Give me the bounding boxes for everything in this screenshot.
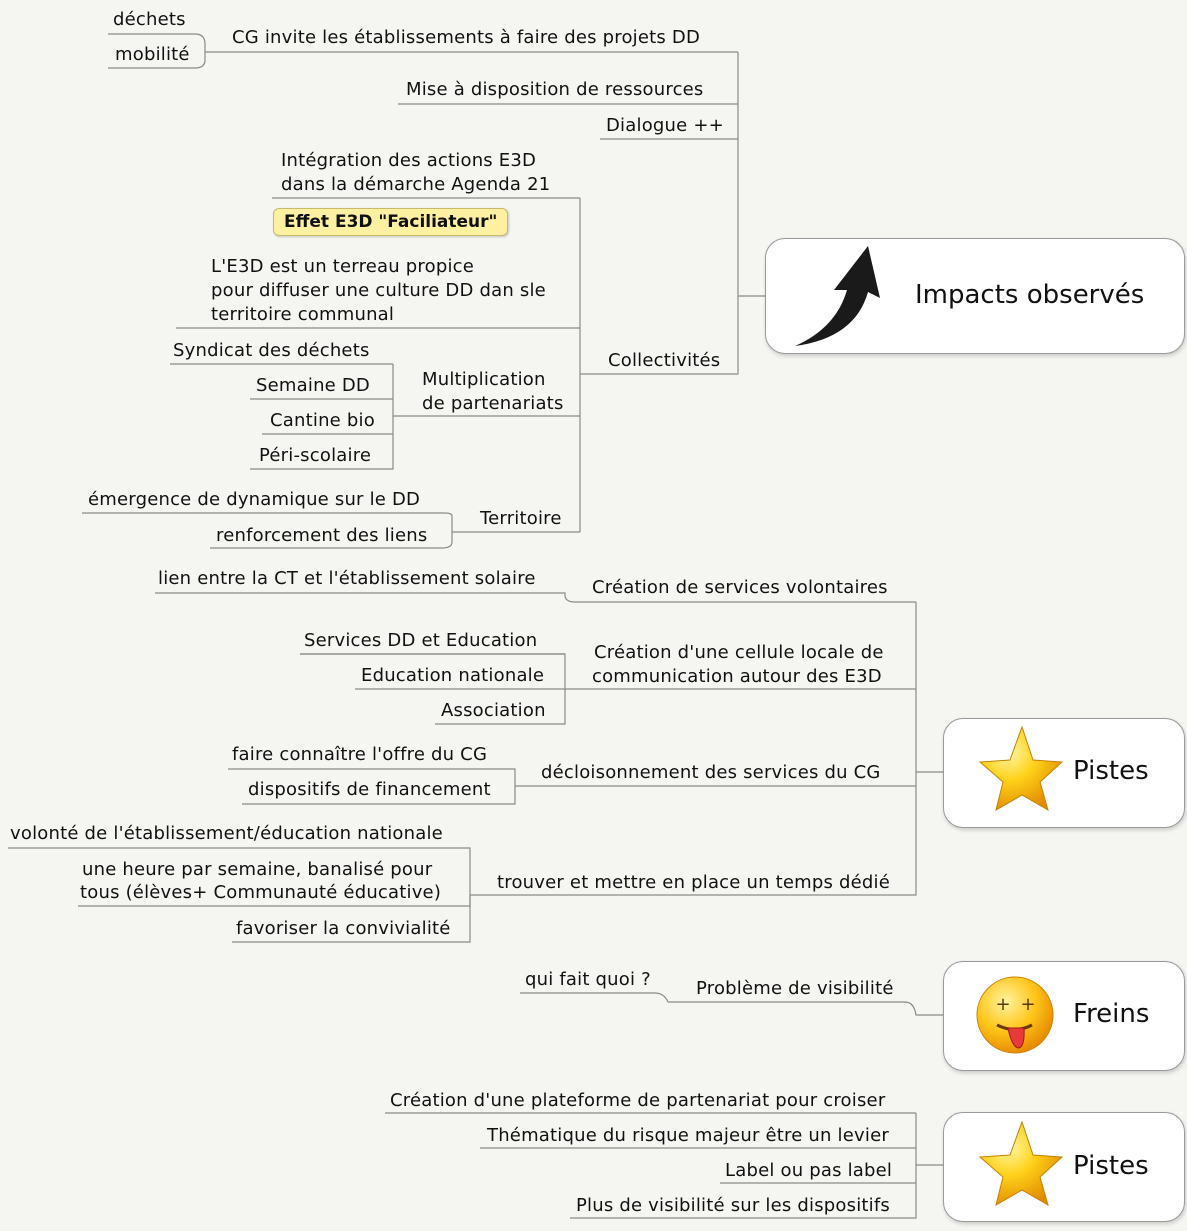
hub-pistes-2-title: Pistes xyxy=(1073,1151,1149,1181)
hub-pistes-1[interactable] xyxy=(943,718,1185,828)
node-risque-majeur[interactable]: Thématique du risque majeur être un levi… xyxy=(487,1125,889,1146)
node-heure-line2[interactable]: tous (élèves+ Communauté éducative) xyxy=(80,882,442,903)
node-educ-nat[interactable]: Education nationale xyxy=(361,665,545,686)
node-volonte[interactable]: volonté de l'établissement/éducation nat… xyxy=(10,823,443,844)
node-dialogue[interactable]: Dialogue ++ xyxy=(606,115,724,136)
node-cellule-line1[interactable]: Création d'une cellule locale de xyxy=(594,642,884,663)
node-syndicat[interactable]: Syndicat des déchets xyxy=(173,340,370,361)
star-icon xyxy=(978,725,1064,812)
callout-faciliateur[interactable]: Effet E3D "Faciliateur" xyxy=(273,208,509,236)
node-ressources[interactable]: Mise à disposition de ressources xyxy=(406,79,704,100)
upward-arrow-icon xyxy=(795,246,880,346)
node-territoire[interactable]: Territoire xyxy=(480,508,562,529)
node-offre-cg[interactable]: faire connaître l'offre du CG xyxy=(232,744,488,765)
star-icon xyxy=(978,1120,1064,1207)
node-renforcement[interactable]: renforcement des liens xyxy=(216,525,428,546)
node-terreau-line1[interactable]: L'E3D est un terreau propice xyxy=(211,256,475,277)
hub-pistes-1-title: Pistes xyxy=(1073,756,1149,786)
node-semaine-dd[interactable]: Semaine DD xyxy=(256,375,370,396)
node-multiplication-line1[interactable]: Multiplication xyxy=(422,369,546,390)
node-mobilite[interactable]: mobilité xyxy=(115,44,190,65)
node-lien-ct[interactable]: lien entre la CT et l'établissement sola… xyxy=(158,568,536,589)
node-cg-invite[interactable]: CG invite les établissements à faire des… xyxy=(232,27,701,48)
node-temps-dedie[interactable]: trouver et mettre en place un temps dédi… xyxy=(497,872,890,893)
node-periscolaire[interactable]: Péri-scolaire xyxy=(259,445,372,466)
node-label[interactable]: Label ou pas label xyxy=(725,1160,893,1181)
node-integration-line2[interactable]: dans la démarche Agenda 21 xyxy=(281,174,551,195)
node-collectivites[interactable]: Collectivités xyxy=(608,350,721,371)
node-services-volontaires[interactable]: Création de services volontaires xyxy=(592,577,888,598)
node-dechets[interactable]: déchets xyxy=(113,9,186,30)
node-emergence[interactable]: émergence de dynamique sur le DD xyxy=(88,489,421,510)
svg-text:+: + xyxy=(1020,994,1035,1015)
node-decloisonnement[interactable]: décloisonnement des services du CG xyxy=(541,762,881,783)
node-services-dd[interactable]: Services DD et Education xyxy=(304,630,538,651)
hub-impacts-title: Impacts observés xyxy=(915,280,1145,310)
node-multiplication-line2[interactable]: de partenariats xyxy=(422,393,564,414)
node-cantine[interactable]: Cantine bio xyxy=(270,410,375,431)
node-financement[interactable]: dispositifs de financement xyxy=(248,779,491,800)
node-terreau-line3[interactable]: territoire communal xyxy=(211,304,395,325)
node-cellule-line2[interactable]: communication autour des E3D xyxy=(592,666,882,687)
hub-freins-title: Freins xyxy=(1073,999,1150,1029)
node-heure-line1[interactable]: une heure par semaine, banalisé pour xyxy=(82,859,433,880)
node-terreau-line2[interactable]: pour diffuser une culture DD dan sle xyxy=(211,280,546,301)
node-probleme-visibilite[interactable]: Problème de visibilité xyxy=(696,978,894,999)
node-association[interactable]: Association xyxy=(441,700,546,721)
sick-face-icon: + + xyxy=(976,976,1054,1054)
hub-pistes-2[interactable] xyxy=(943,1112,1185,1222)
node-integration-line1[interactable]: Intégration des actions E3D xyxy=(281,150,537,171)
hub-impacts[interactable] xyxy=(765,238,1185,354)
node-qui-fait-quoi[interactable]: qui fait quoi ? xyxy=(525,969,651,990)
node-convivialite[interactable]: favoriser la convivialité xyxy=(236,918,451,939)
svg-text:+: + xyxy=(995,994,1010,1015)
node-plateforme[interactable]: Création d'une plateforme de partenariat… xyxy=(390,1090,886,1111)
node-visibilite-dispositifs[interactable]: Plus de visibilité sur les dispositifs xyxy=(576,1195,890,1216)
